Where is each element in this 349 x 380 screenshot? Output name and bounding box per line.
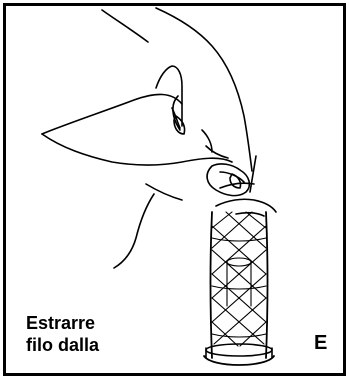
caption-line-2: filo dalla <box>26 334 99 356</box>
panel-label: E <box>314 332 327 355</box>
instruction-caption: Estrarre filo dalla <box>26 312 99 356</box>
illustration-frame: Estrarre filo dalla E <box>3 3 346 376</box>
mesh-tube-drawing <box>204 212 274 365</box>
hand-drawing <box>42 8 276 268</box>
caption-line-1: Estrarre <box>26 312 99 334</box>
